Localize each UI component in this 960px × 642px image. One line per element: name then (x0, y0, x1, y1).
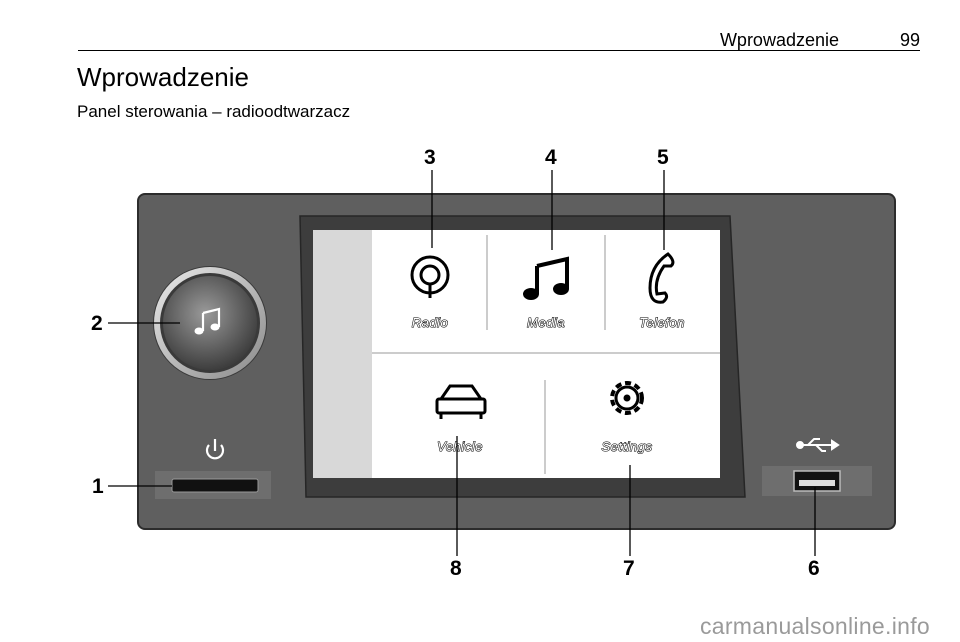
gear-icon (610, 381, 644, 415)
callout-3: 3 (424, 146, 436, 169)
page-subtitle: Panel sterowania – radioodtwarzacz (77, 102, 351, 121)
callout-5: 5 (657, 146, 669, 169)
callout-7: 7 (623, 557, 635, 580)
callout-6: 6 (808, 557, 820, 580)
callout-8: 8 (450, 557, 462, 580)
watermark-url[interactable]: carmanualsonline.info (699, 613, 930, 639)
header-page-number: 99 (899, 30, 920, 50)
tile-label-vehicle: Vehicle (437, 439, 483, 454)
knob-music-note-icon (194, 307, 221, 335)
tile-label-media: Media (527, 315, 565, 330)
screen (313, 230, 720, 478)
power-slot (171, 478, 259, 493)
music-note-icon (523, 256, 569, 300)
callout-4: 4 (545, 146, 557, 169)
callout-2: 2 (91, 312, 103, 335)
tile-label-phone: Telefon (639, 315, 685, 330)
header-section-title: Wprowadzenie (719, 30, 839, 50)
radio-icon (410, 255, 450, 298)
header-rule (78, 50, 920, 51)
phone-icon (648, 252, 675, 304)
tile-label-settings: Settings (602, 439, 653, 454)
screen-side-strip (313, 230, 372, 478)
usb-icon (796, 438, 840, 452)
car-icon (435, 384, 487, 419)
page-title: Wprowadzenie (77, 62, 249, 92)
music-knob (153, 266, 267, 380)
tile-label-radio: Radio (412, 315, 448, 330)
power-icon (205, 439, 225, 460)
callout-1: 1 (92, 475, 104, 498)
